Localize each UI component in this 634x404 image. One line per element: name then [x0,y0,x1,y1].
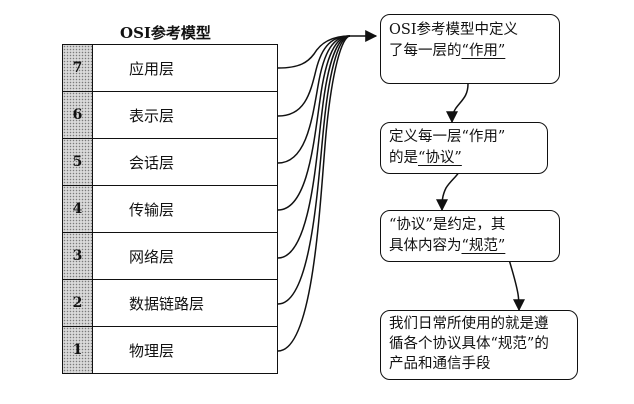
layer-number: 7 [63,45,93,91]
box-text-line: 产品和通信手段 [389,356,491,372]
box-highlight-term: “协议” [418,150,462,166]
box-text-line: 定义每一层“作用” [389,129,506,145]
box-text-line: “协议”是约定，其 [389,217,506,233]
osi-layer-stack: 7 应用层 6 表示层 5 会话层 4 传输层 3 网络层 2 数据链路层 1 … [62,44,278,374]
layer-4: 4 传输层 [63,186,277,233]
layer-number: 4 [63,186,93,232]
connector-layer-5 [277,35,351,164]
layer-3: 3 网络层 [63,233,277,280]
diagram-title: OSI参考模型 [120,24,211,42]
layer-name: 物理层 [129,341,175,360]
layer-2: 2 数据链路层 [63,280,277,327]
box-text-line: OSI参考模型中定义 [389,22,519,38]
box-text-line: 了每一层的“作用” [389,41,551,62]
layer-5: 5 会话层 [63,139,277,186]
layer-number: 5 [63,139,93,185]
connector-layer-3 [277,35,351,259]
box-highlight-term: “作用” [461,43,506,59]
box-products-follow-spec: 我们日常所使用的就是遵 循各个协议具体“规范”的 产品和通信手段 [380,310,578,380]
connector-layer-2 [277,35,351,305]
box-text-line: 的是“协议” [389,148,539,169]
box-protocol-is-spec: “协议”是约定，其 具体内容为“规范” [380,210,560,262]
layer-name: 数据链路层 [129,294,205,313]
layer-6: 6 表示层 [63,92,277,139]
connector-layer-1 [277,35,351,352]
connector-layer-4 [277,35,351,211]
box-text-line: 我们日常所使用的就是遵 [389,316,549,332]
layer-number: 3 [63,233,93,279]
arrow-box3-to-box4 [507,255,525,312]
box-highlight-term: “规范” [461,238,506,254]
layer-name: 应用层 [129,59,175,78]
box-text: 了每一层的 [389,43,462,59]
layer-1: 1 物理层 [63,327,277,373]
layer-name: 会话层 [129,153,175,172]
layer-number: 6 [63,92,93,138]
layer-number: 2 [63,280,93,326]
box-text-line: 具体内容为“规范” [389,236,551,257]
arrow-box1-to-box2 [446,83,469,124]
layer-name: 表示层 [129,106,175,125]
box-osi-defines-role: OSI参考模型中定义 了每一层的“作用” [380,14,560,84]
box-protocol-defines-role: 定义每一层“作用” 的是“协议” [380,122,548,174]
layer-name: 网络层 [129,247,175,266]
layer-7: 7 应用层 [63,45,277,92]
connector-layer-6 [277,35,351,117]
box-text-line: 循各个协议具体“规范”的 [389,336,549,352]
connector-layer-7 [277,35,351,69]
box-text: 的是 [389,150,418,166]
layer-number: 1 [63,327,93,373]
box-text: 具体内容为 [389,238,462,254]
layer-name: 传输层 [129,200,175,219]
